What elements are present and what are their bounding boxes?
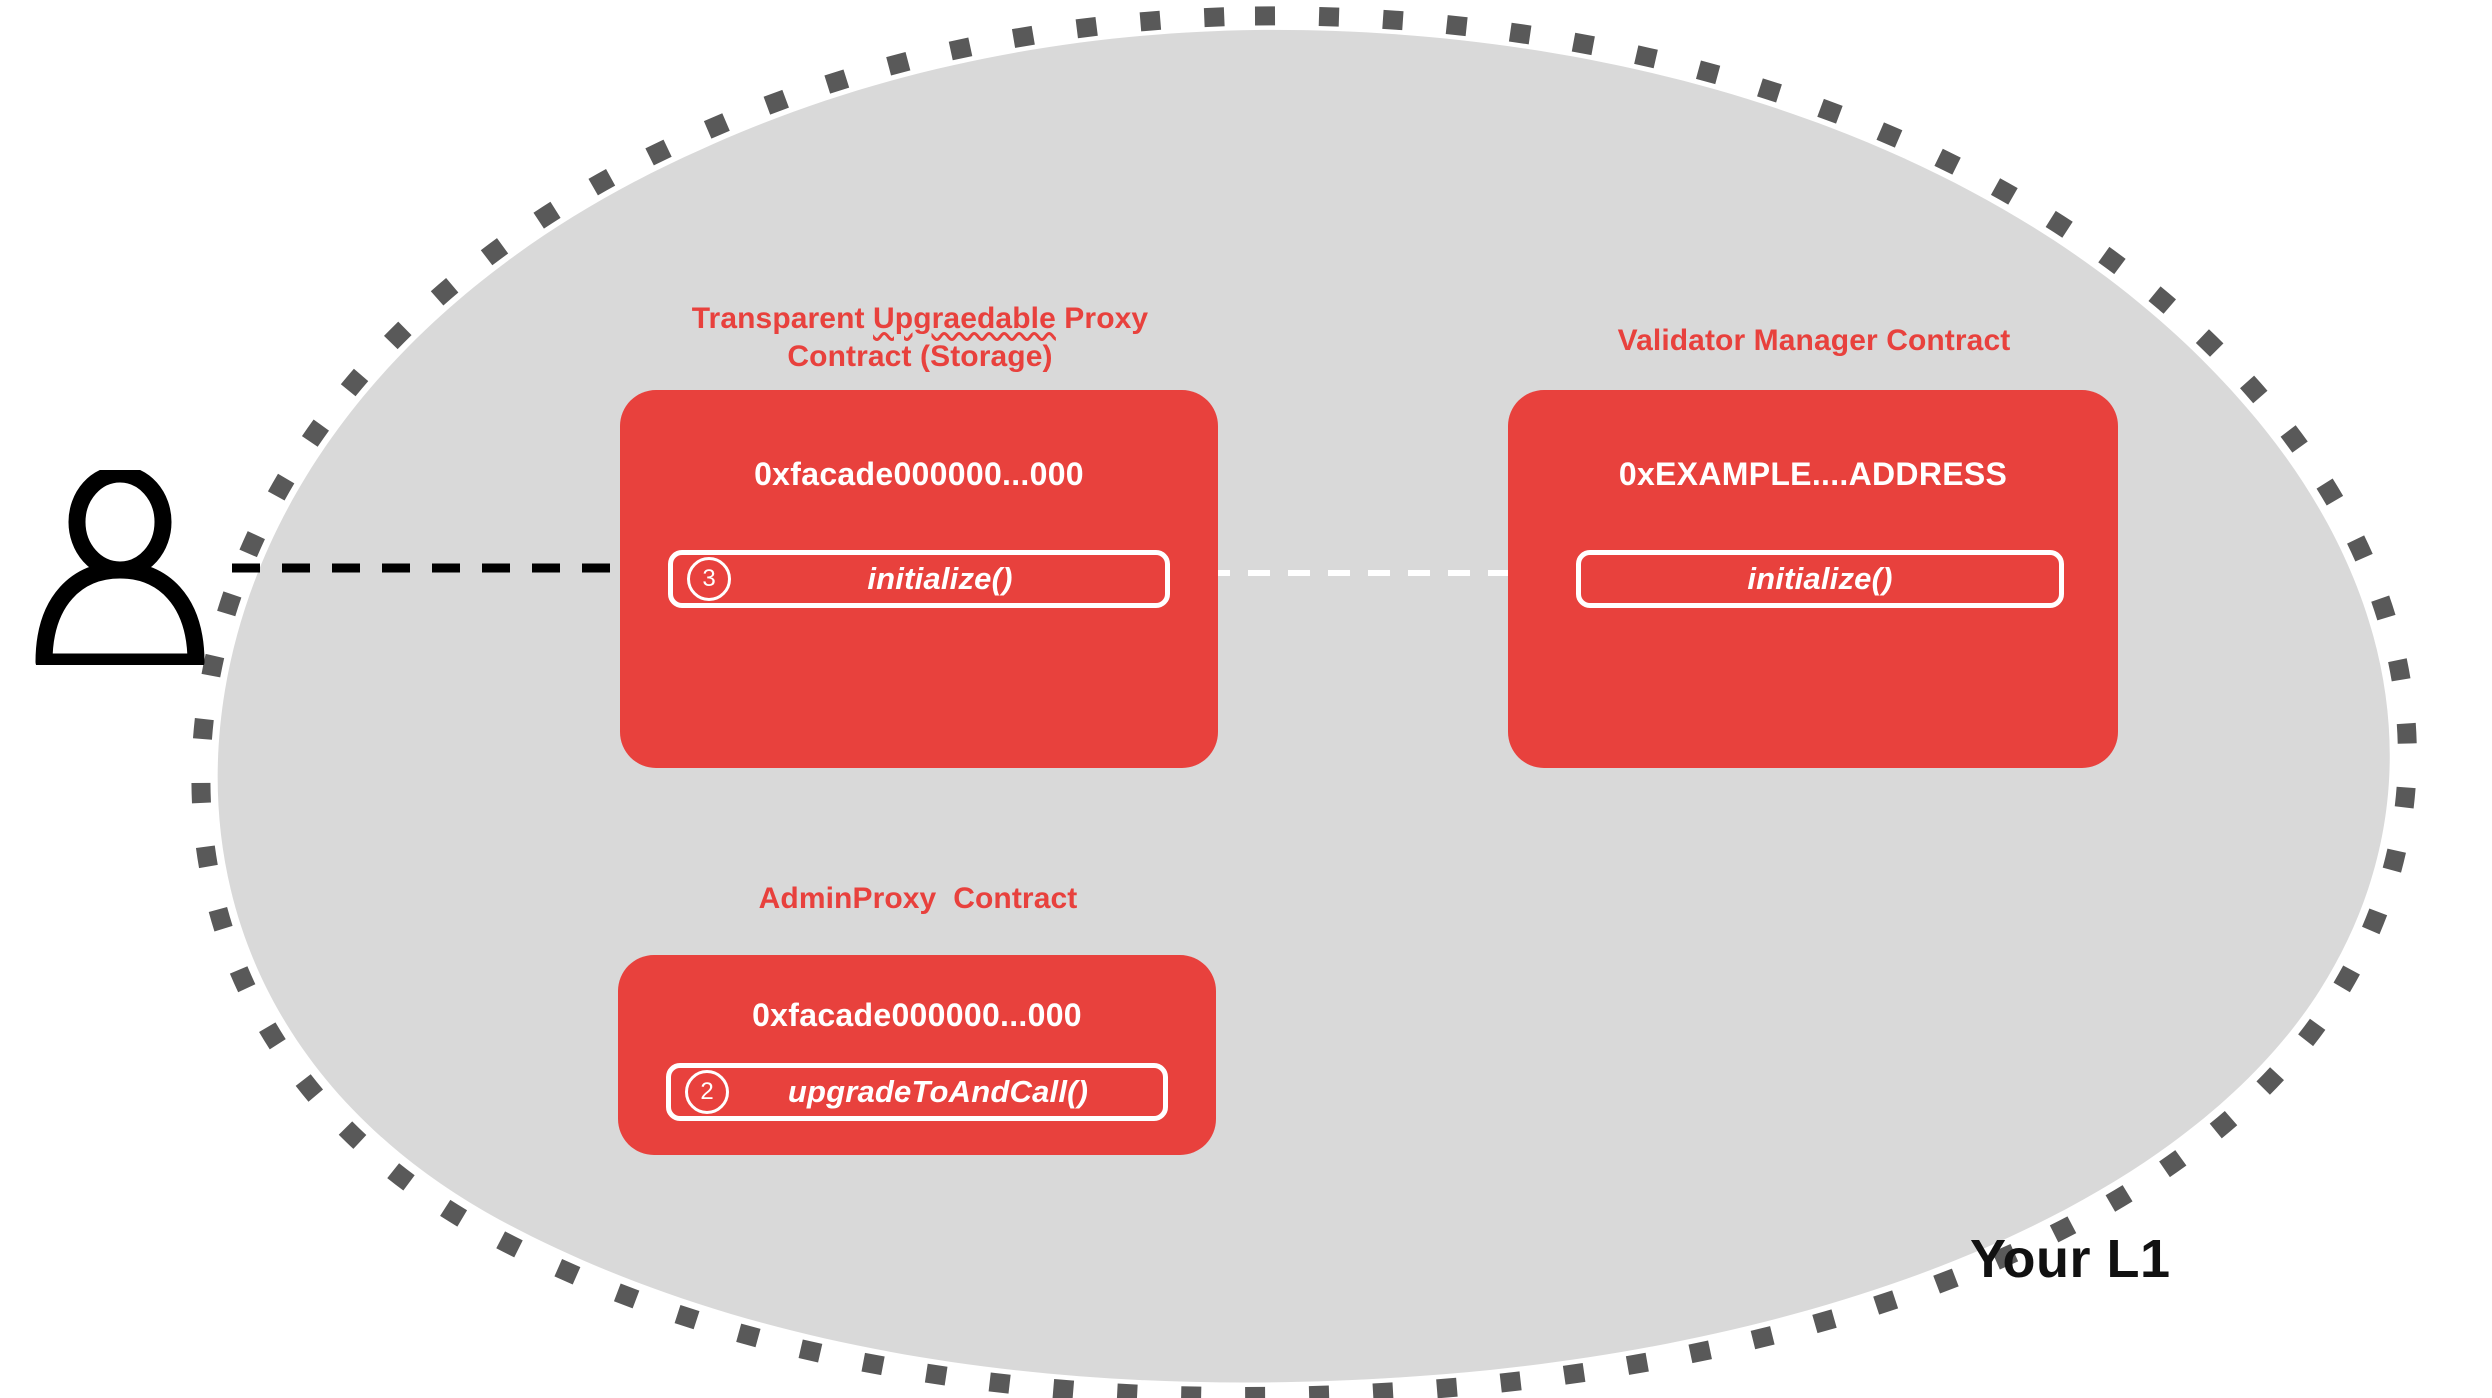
contract-box-admin-proxy: 0xfacade000000...000 2 upgradeToAndCall(… [618,955,1216,1155]
user-actor [30,465,210,671]
contract-box-proxy: 0xfacade000000...000 3 initialize() [620,390,1218,768]
contract-address-admin-proxy: 0xfacade000000...000 [752,997,1082,1033]
method-step-badge-2: 2 [685,1070,729,1114]
contract-title-validator-manager: Validator Manager Contract [1617,324,2011,357]
user-person-icon [35,465,205,671]
contract-address-validator-manager: 0xEXAMPLE....ADDRESS [1618,456,2008,492]
blob-dashed-outline [191,6,2417,1398]
method-pill-proxy-initialize[interactable]: 3 initialize() [668,550,1170,608]
method-label-upgrade-to-and-call: upgradeToAndCall() [787,1074,1089,1109]
method-label-initialize: initialize() [1747,561,1893,596]
contract-address-proxy: 0xfacade000000...000 [754,456,1084,492]
method-step-badge-3: 3 [687,557,731,601]
network-label-your-l1: Your L1 [1970,1229,2171,1289]
method-pill-validator-initialize[interactable]: initialize() [1576,550,2064,608]
contract-title-part-before: Transparent [691,302,874,335]
method-pill-upgrade-to-and-call[interactable]: 2 upgradeToAndCall() [666,1063,1168,1121]
contract-title-admin-proxy: AdminProxy Contract [758,882,1078,915]
contract-title-misspelled-word: Upgraedable [873,302,1056,335]
contract-validator-manager: Validator Manager Contract 0xEXAMPLE....… [1508,300,2120,770]
contract-title-line-2: Contract (Storage) [787,340,1053,374]
contract-title-part-after: Proxy [1055,302,1149,335]
method-label-initialize: initialize() [867,561,1013,596]
contract-box-validator-manager: 0xEXAMPLE....ADDRESS initialize() [1508,390,2118,768]
contract-admin-proxy: AdminProxy Contract 0xfacade000000...000… [618,880,1218,1160]
